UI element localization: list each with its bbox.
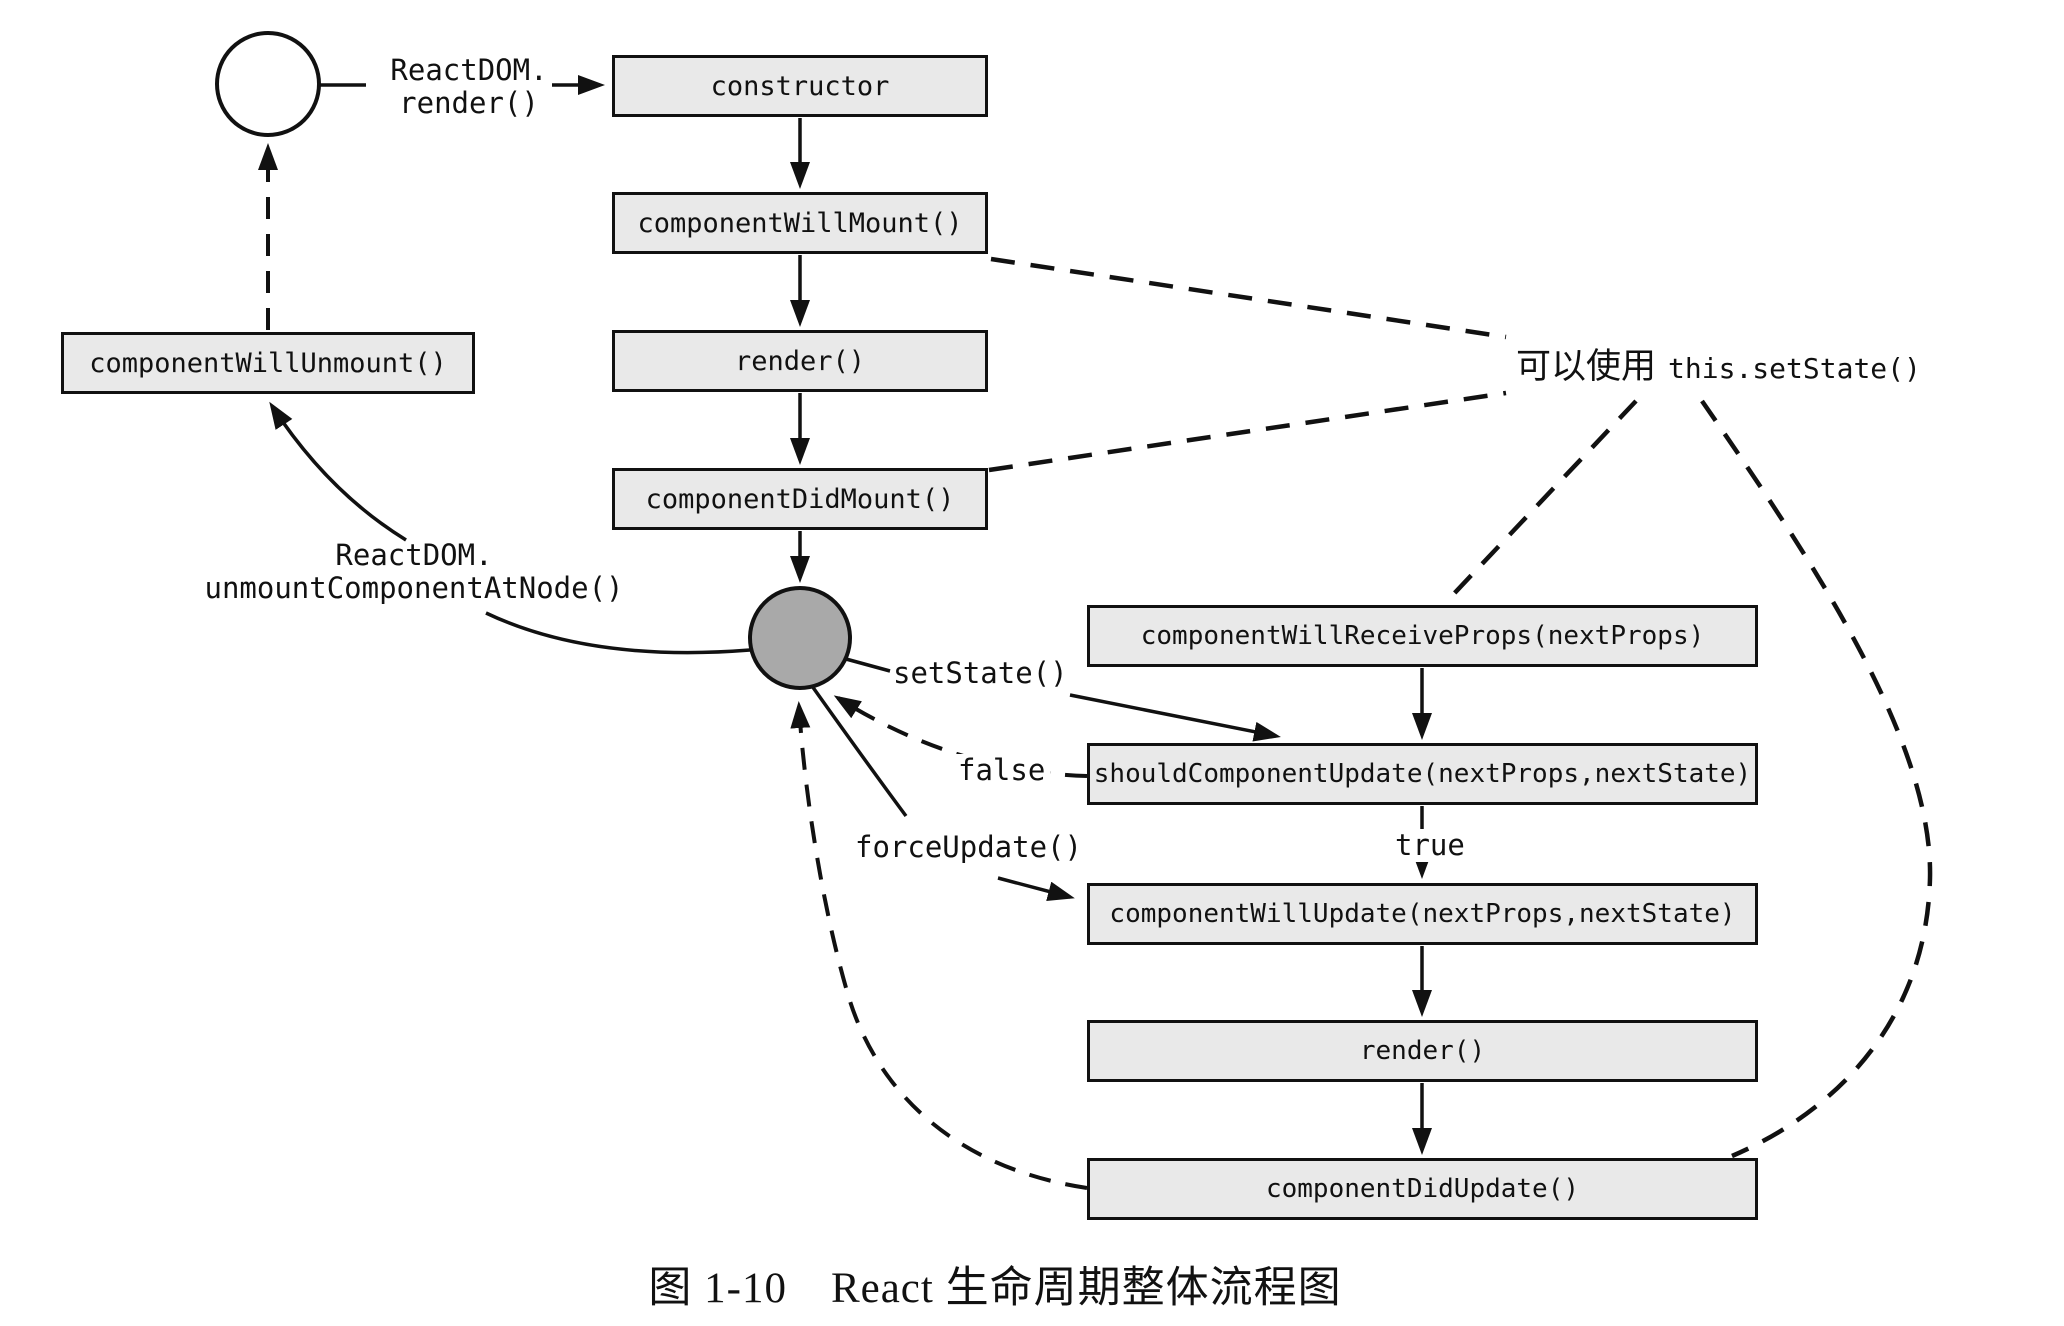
componentdidmount-box: componentDidMount() <box>612 468 988 530</box>
componentwillmount-box: componentWillMount() <box>612 192 988 254</box>
forceupdate-to-willupdate-arrow <box>997 876 1075 902</box>
reactdom-render-label-line1: ReactDOM. <box>390 53 548 87</box>
true-label: true <box>1390 829 1470 862</box>
reactdom-render-label-line2: render() <box>399 86 539 120</box>
unmountcall-to-state-curve <box>485 611 751 655</box>
didmount-to-annotation-dashed <box>988 390 1507 473</box>
reactdom-render-label: ReactDOM. render() <box>378 54 560 120</box>
shouldcomponentupdate-box: shouldComponentUpdate(nextProps,nextStat… <box>1087 743 1758 805</box>
figure-caption: 图 1-10 React 生命周期整体流程图 <box>648 1265 1342 1312</box>
setstate-usage-annotation: 可以使用 this.setState() <box>1516 338 1921 389</box>
didupdate-to-state-dashed-arrow <box>790 701 1088 1190</box>
reactdom-unmount-label-line2: unmountComponentAtNode() <box>204 571 624 605</box>
willmount-to-annotation-dashed <box>990 256 1507 340</box>
forceupdate-label: forceUpdate() <box>855 830 1082 864</box>
state-to-setstate-line <box>845 657 891 673</box>
unmountcall-to-willunmount-arrow <box>269 401 407 542</box>
componentwillunmount-box: componentWillUnmount() <box>61 332 475 394</box>
constructor-box: constructor <box>612 55 988 117</box>
setstate-usage-annotation-zh: 可以使用 <box>1516 347 1657 386</box>
state-to-forceupdate-curve <box>810 684 908 818</box>
reactdom-unmount-label-line1: ReactDOM. <box>335 538 493 572</box>
false-label: false <box>953 754 1051 787</box>
componentwillreceiveprops-box: componentWillReceiveProps(nextProps) <box>1087 605 1758 667</box>
update-render-box: render() <box>1087 1020 1758 1082</box>
setstate-label: setState() <box>893 656 1068 690</box>
start-node <box>215 31 321 137</box>
reactdom-unmount-label: ReactDOM. unmountComponentAtNode() <box>195 539 633 605</box>
annotation-to-didupdate-dashed-curve <box>1700 399 1933 1159</box>
componentdidupdate-box: componentDidUpdate() <box>1087 1158 1758 1220</box>
running-state-node <box>748 586 852 690</box>
setstate-usage-annotation-code: this.setState() <box>1668 352 1921 385</box>
annotation-to-willreceiveprops-dashed <box>1446 399 1638 602</box>
render-box: render() <box>612 330 988 392</box>
setstate-to-shouldupdate-arrow <box>1069 693 1281 742</box>
componentwillupdate-box: componentWillUpdate(nextProps,nextState) <box>1087 883 1758 945</box>
